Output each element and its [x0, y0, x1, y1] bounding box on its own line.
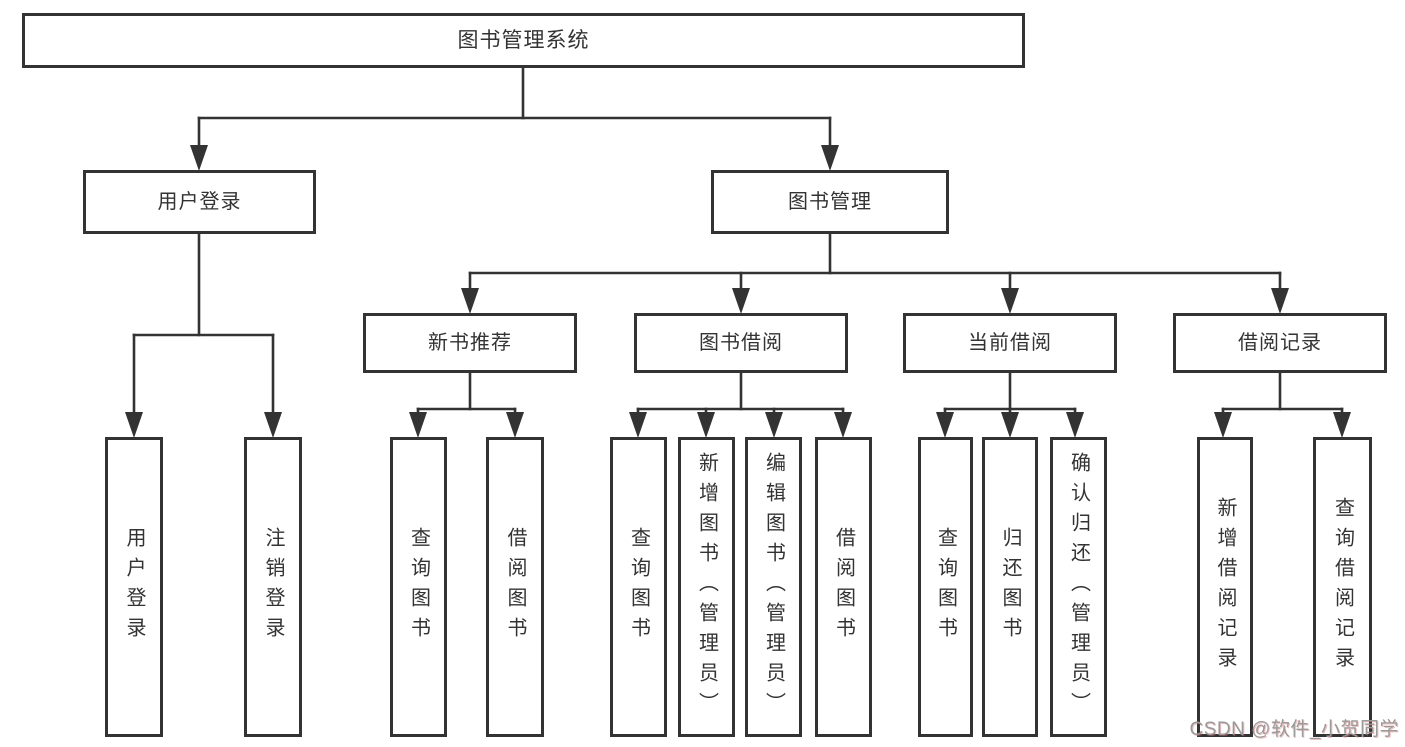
- node-new-book-rec: 新书推荐: [363, 313, 577, 373]
- node-label: 新增借阅记录: [1214, 497, 1236, 677]
- node-label: 查询图书: [627, 527, 650, 647]
- node-leaf-edit-book-admin: 编辑图书（管理员）: [745, 437, 802, 737]
- node-label: 借阅图书: [504, 527, 526, 647]
- node-label: 注销登录: [262, 527, 284, 647]
- node-book-mgmt: 图书管理: [711, 170, 949, 234]
- node-borrow-record: 借阅记录: [1173, 313, 1387, 373]
- node-label: 图书借阅: [699, 332, 783, 354]
- node-leaf-return-book: 归还图书: [982, 437, 1038, 737]
- node-leaf-add-borrow-record: 新增借阅记录: [1197, 437, 1253, 737]
- node-label: 查询借阅记录: [1331, 497, 1354, 677]
- node-leaf-add-book-admin: 新增图书（管理员）: [678, 437, 735, 737]
- node-label: 借阅记录: [1238, 332, 1322, 354]
- node-leaf-borrow-book-rec: 借阅图书: [486, 437, 544, 737]
- node-label: 图书管理系统: [457, 29, 590, 52]
- node-user-login: 用户登录: [83, 170, 316, 234]
- node-root: 图书管理系统: [22, 13, 1025, 68]
- node-leaf-query-book-borrow: 查询图书: [610, 437, 667, 737]
- node-leaf-user-login: 用户登录: [105, 437, 163, 737]
- node-leaf-query-book-rec: 查询图书: [390, 437, 447, 737]
- node-leaf-logout: 注销登录: [244, 437, 302, 737]
- node-current-borrow: 当前借阅: [903, 313, 1117, 373]
- node-label: 用户登录: [157, 191, 242, 213]
- node-label: 归还图书: [999, 527, 1021, 647]
- node-label: 新增图书（管理员）: [695, 452, 718, 722]
- csdn-watermark: CSDN @软件_小贺同学: [1189, 719, 1399, 740]
- node-book-borrow: 图书借阅: [634, 313, 848, 373]
- node-label: 查询图书: [934, 527, 957, 647]
- node-label: 图书管理: [788, 191, 872, 213]
- node-label: 确认归还（管理员）: [1067, 452, 1090, 722]
- node-leaf-query-book-current: 查询图书: [918, 437, 973, 737]
- node-label: 当前借阅: [968, 332, 1052, 354]
- node-label: 编辑图书（管理员）: [762, 452, 785, 722]
- node-leaf-confirm-return-admin: 确认归还（管理员）: [1050, 437, 1107, 737]
- node-leaf-borrow-book: 借阅图书: [815, 437, 872, 737]
- node-label: 新书推荐: [428, 332, 512, 354]
- node-label: 用户登录: [123, 527, 145, 647]
- node-label: 查询图书: [407, 527, 430, 647]
- node-label: 借阅图书: [832, 527, 855, 647]
- node-leaf-query-borrow-record: 查询借阅记录: [1313, 437, 1372, 737]
